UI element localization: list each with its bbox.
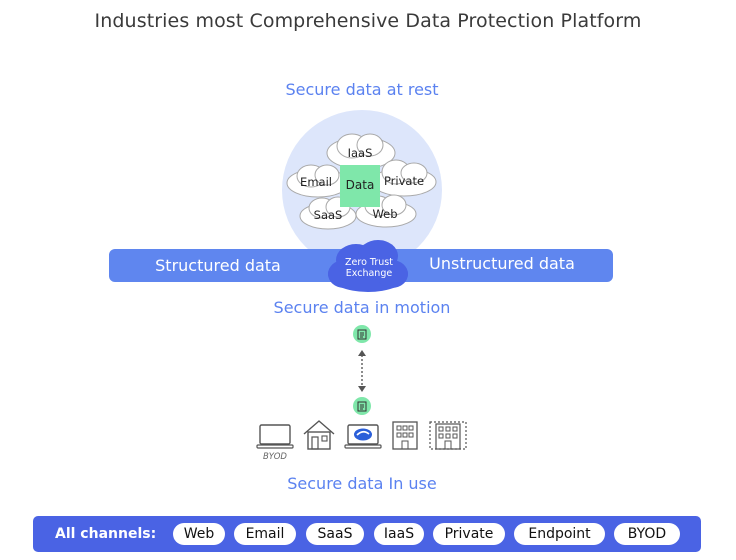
channel-pill-endpoint: Endpoint: [514, 523, 605, 545]
cloud-saas: [299, 196, 357, 230]
zero-trust-exchange-label: Zero Trust Exchange: [329, 257, 409, 279]
structured-data-label: Structured data: [155, 256, 281, 275]
managed-laptop-icon: [344, 424, 382, 449]
unstructured-data-label: Unstructured data: [429, 254, 575, 273]
cloud-web: [355, 194, 417, 228]
cloud-label-email: Email: [300, 175, 332, 189]
channel-pill-byod: BYOD: [614, 523, 680, 545]
cloud-iaas: [326, 133, 396, 170]
document-icon: [353, 397, 371, 415]
zero-trust-exchange-cloud: [328, 240, 408, 292]
data-label: Data: [345, 178, 375, 192]
document-icon: [353, 325, 371, 343]
channel-pill-private: Private: [433, 523, 505, 545]
enterprise-building-icon: [429, 421, 467, 450]
channels-label: All channels:: [55, 526, 157, 542]
motion-label: Secure data in motion: [273, 298, 451, 317]
cloud-label-web: Web: [372, 207, 398, 221]
data-box: [340, 165, 380, 207]
rest-label: Secure data at rest: [285, 80, 439, 99]
page-title: Industries most Comprehensive Data Prote…: [94, 10, 642, 32]
channel-pill-iaas: IaaS: [374, 523, 424, 545]
use-label: Secure data In use: [287, 474, 437, 493]
zte-line1: Zero Trust: [345, 257, 393, 268]
office-building-icon: [392, 421, 418, 450]
zte-line2: Exchange: [345, 268, 393, 279]
channel-pill-saas: SaaS: [306, 523, 364, 545]
bidirectional-arrow-icon: [358, 350, 366, 392]
laptop-icon: [256, 424, 294, 449]
cloud-label-private: Private: [383, 174, 425, 188]
cloud-label-iaas: IaaS: [347, 146, 373, 160]
cloud-email: [286, 164, 350, 198]
home-icon: [303, 420, 335, 450]
channel-pill-email: Email: [234, 523, 296, 545]
byod-caption: BYOD: [263, 452, 287, 462]
channel-pill-web: Web: [173, 523, 225, 545]
cloud-label-saas: SaaS: [313, 208, 343, 222]
